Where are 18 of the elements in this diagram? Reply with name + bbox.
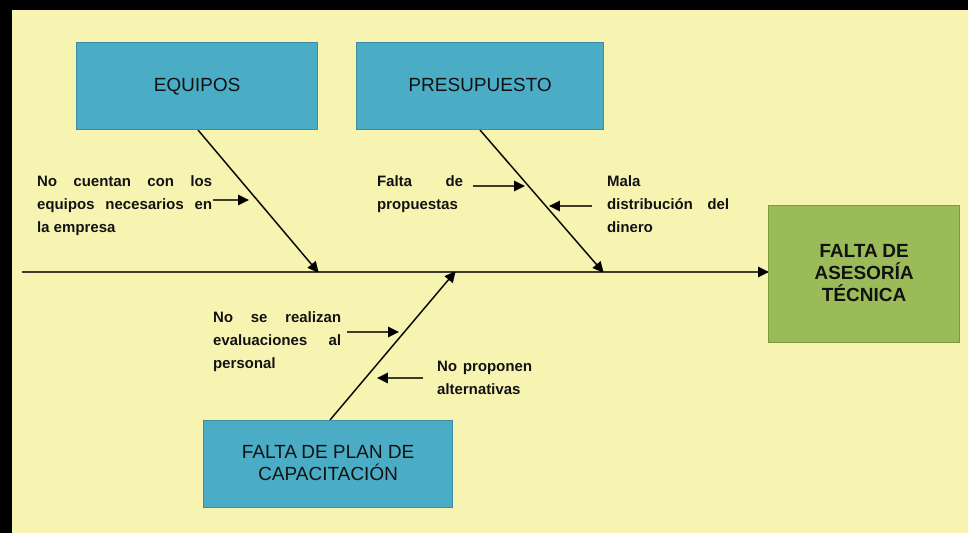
cause-category-box: PRESUPUESTO — [356, 42, 604, 130]
arrow — [197, 129, 319, 273]
arrow — [376, 372, 423, 384]
cause-text: No proponen alternativas — [437, 355, 532, 401]
arrow — [22, 266, 770, 278]
cause-text: Mala distribución del dinero — [607, 170, 729, 239]
arrow — [347, 326, 400, 338]
arrow — [329, 271, 456, 421]
cause-category-box: FALTA DE PLAN DE CAPACITACIÓN — [203, 420, 453, 508]
arrow — [213, 194, 250, 206]
effect-box: FALTA DE ASESORÍA TÉCNICA — [768, 205, 960, 343]
arrow — [473, 180, 526, 192]
cause-category-box: EQUIPOS — [76, 42, 318, 130]
arrow — [548, 200, 592, 212]
cause-text: Falta de propuestas — [377, 170, 463, 216]
cause-text: No se realizan evaluaciones al personal — [213, 306, 341, 375]
arrow — [479, 129, 604, 273]
cause-text: No cuentan con los equipos necesarios en la empresa — [37, 170, 212, 239]
